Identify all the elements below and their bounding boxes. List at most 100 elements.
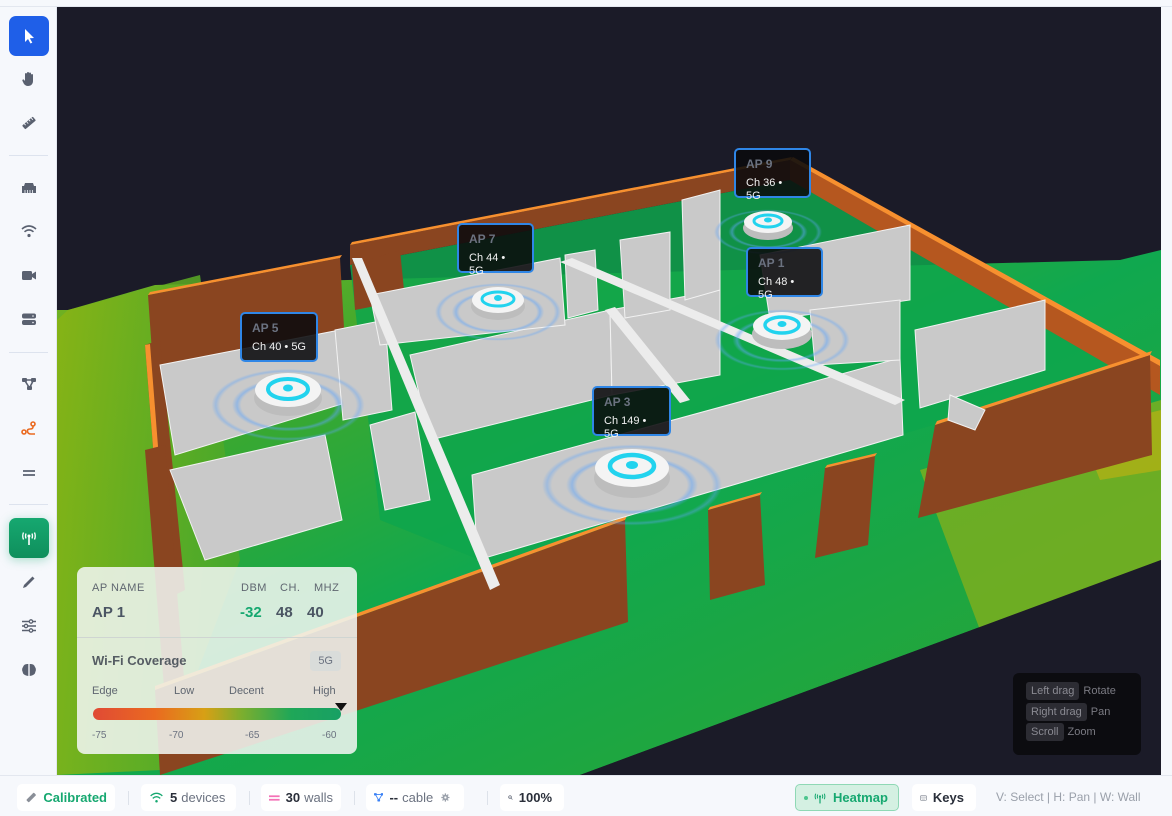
ap-label-name: AP 9 [746,157,773,171]
tick: -65 [245,730,260,741]
ai-tool-button[interactable] [9,650,49,690]
col-dbm: DBM [241,582,267,594]
ap-info-panel: AP NAME DBM CH. MHZ AP 1 -32 48 40 Wi-Fi… [77,567,357,754]
ap-name-value: AP 1 [92,604,126,621]
channel-value: 48 [276,604,293,621]
settings-tool-button[interactable] [9,606,49,646]
hotkeys-hint: V: Select | H: Pan | W: Wall [996,790,1141,804]
3d-floorplan-canvas[interactable]: AP 5 Ch 40 • 5G AP 7 Ch 44 • 5G AP 9 Ch … [57,7,1161,775]
measure-tool-button[interactable] [9,103,49,143]
antenna-icon [22,532,36,545]
zoom-icon [508,795,513,800]
access-point-tool-button[interactable] [9,211,49,251]
keys-label: Keys [932,790,964,805]
walls-count: 30 [285,790,301,805]
ap-label-name: AP 3 [604,395,631,409]
ap-device-1 [707,306,857,374]
ap-label-ap5[interactable]: AP 5 Ch 40 • 5G [240,312,318,362]
route-icon [21,421,36,435]
wall-tool-button[interactable] [9,453,49,493]
controls-hint: Left drag Rotate Right drag Pan Scroll Z… [1013,673,1141,755]
coverage-title: Wi-Fi Coverage [92,653,187,668]
status-separator [128,791,129,805]
ruler-icon [26,792,36,803]
hint-row: Right drag Pan [1026,703,1110,721]
band-badge: 5G [310,651,341,671]
hint-key: Scroll [1026,723,1064,741]
topology-tool-button[interactable] [9,364,49,404]
ap-label-ap7[interactable]: AP 7 Ch 44 • 5G [457,223,534,277]
sidebar-divider [9,155,48,156]
heatmap-tool-button[interactable] [9,518,49,558]
ap-label-ap9[interactable]: AP 9 Ch 36 • 5G [734,148,811,202]
status-separator [487,791,488,805]
cable-value: -- [389,790,399,805]
walls-label: walls [304,790,333,805]
ruler-icon [22,116,36,130]
hint-row: Scroll Zoom [1026,723,1096,741]
antenna-icon [814,793,826,803]
hint-action: Rotate [1083,685,1116,697]
ap-device-7 [428,280,568,344]
keys-button[interactable]: Keys [912,784,976,811]
pan-tool-button[interactable] [9,59,49,99]
scale-label-decent: Decent [229,685,264,697]
coverage-marker-icon [335,703,347,711]
ap-label-ap3[interactable]: AP 3 Ch 149 • 5G [592,386,671,440]
pen-icon [23,576,35,588]
status-dot-icon [804,795,808,800]
switch-tool-button[interactable] [9,167,49,207]
cable-label: cable [402,790,434,805]
tick: -70 [169,730,184,741]
camera-tool-button[interactable] [9,255,49,295]
sliders-icon [22,619,36,633]
tick: -60 [322,730,337,741]
sidebar-divider [9,504,48,505]
cursor-icon [25,29,34,44]
hint-action: Zoom [1067,726,1096,738]
scale-label-low: Low [174,685,195,697]
hand-icon [22,72,33,86]
calibration-chip[interactable]: Calibrated [17,784,115,811]
route-tool-button[interactable] [9,409,49,449]
col-channel: CH. [280,582,301,594]
wifi-icon [21,225,37,238]
zoom-level: 100% [518,790,552,805]
ap-label-ap1[interactable]: AP 1 Ch 48 • 5G [746,247,823,301]
video-camera-icon [22,271,36,280]
panel-divider [77,637,357,638]
devices-chip[interactable]: 5 devices [141,784,236,811]
server-icon [22,313,36,325]
wall-lines-icon [23,470,35,476]
status-separator [249,791,250,805]
draw-tool-button[interactable] [9,562,49,602]
hint-key: Right drag [1026,703,1087,721]
network-nodes-icon [22,378,36,390]
top-toolbar-strip [0,0,1172,7]
status-separator [354,791,355,805]
tick: -75 [92,730,107,741]
ap-device-9 [708,207,828,257]
tool-sidebar [0,7,57,775]
heatmap-toggle[interactable]: Heatmap [795,784,899,811]
scale-label-edge: Edge [92,685,118,697]
right-edge-strip [1161,7,1172,775]
ap-label-channel: Ch 48 • 5G [758,276,795,301]
hint-action: Pan [1090,706,1111,718]
mhz-value: 40 [307,604,324,621]
devices-count: 5 [170,790,178,805]
select-tool-button[interactable] [9,16,49,56]
scale-label-high: High [313,685,336,697]
ap-device-5 [203,365,373,445]
walls-chip[interactable]: 30 walls [261,784,341,811]
ap-device-3 [532,440,732,530]
cable-chip[interactable]: -- cable [366,784,464,811]
devices-label: devices [181,790,226,805]
gear-icon[interactable] [441,791,450,804]
ap-label-channel: Ch 44 • 5G [469,252,506,277]
server-tool-button[interactable] [9,299,49,339]
zoom-chip[interactable]: 100% [500,784,564,811]
hint-row: Left drag Rotate [1026,682,1116,700]
ap-label-channel: Ch 149 • 5G [604,415,647,440]
